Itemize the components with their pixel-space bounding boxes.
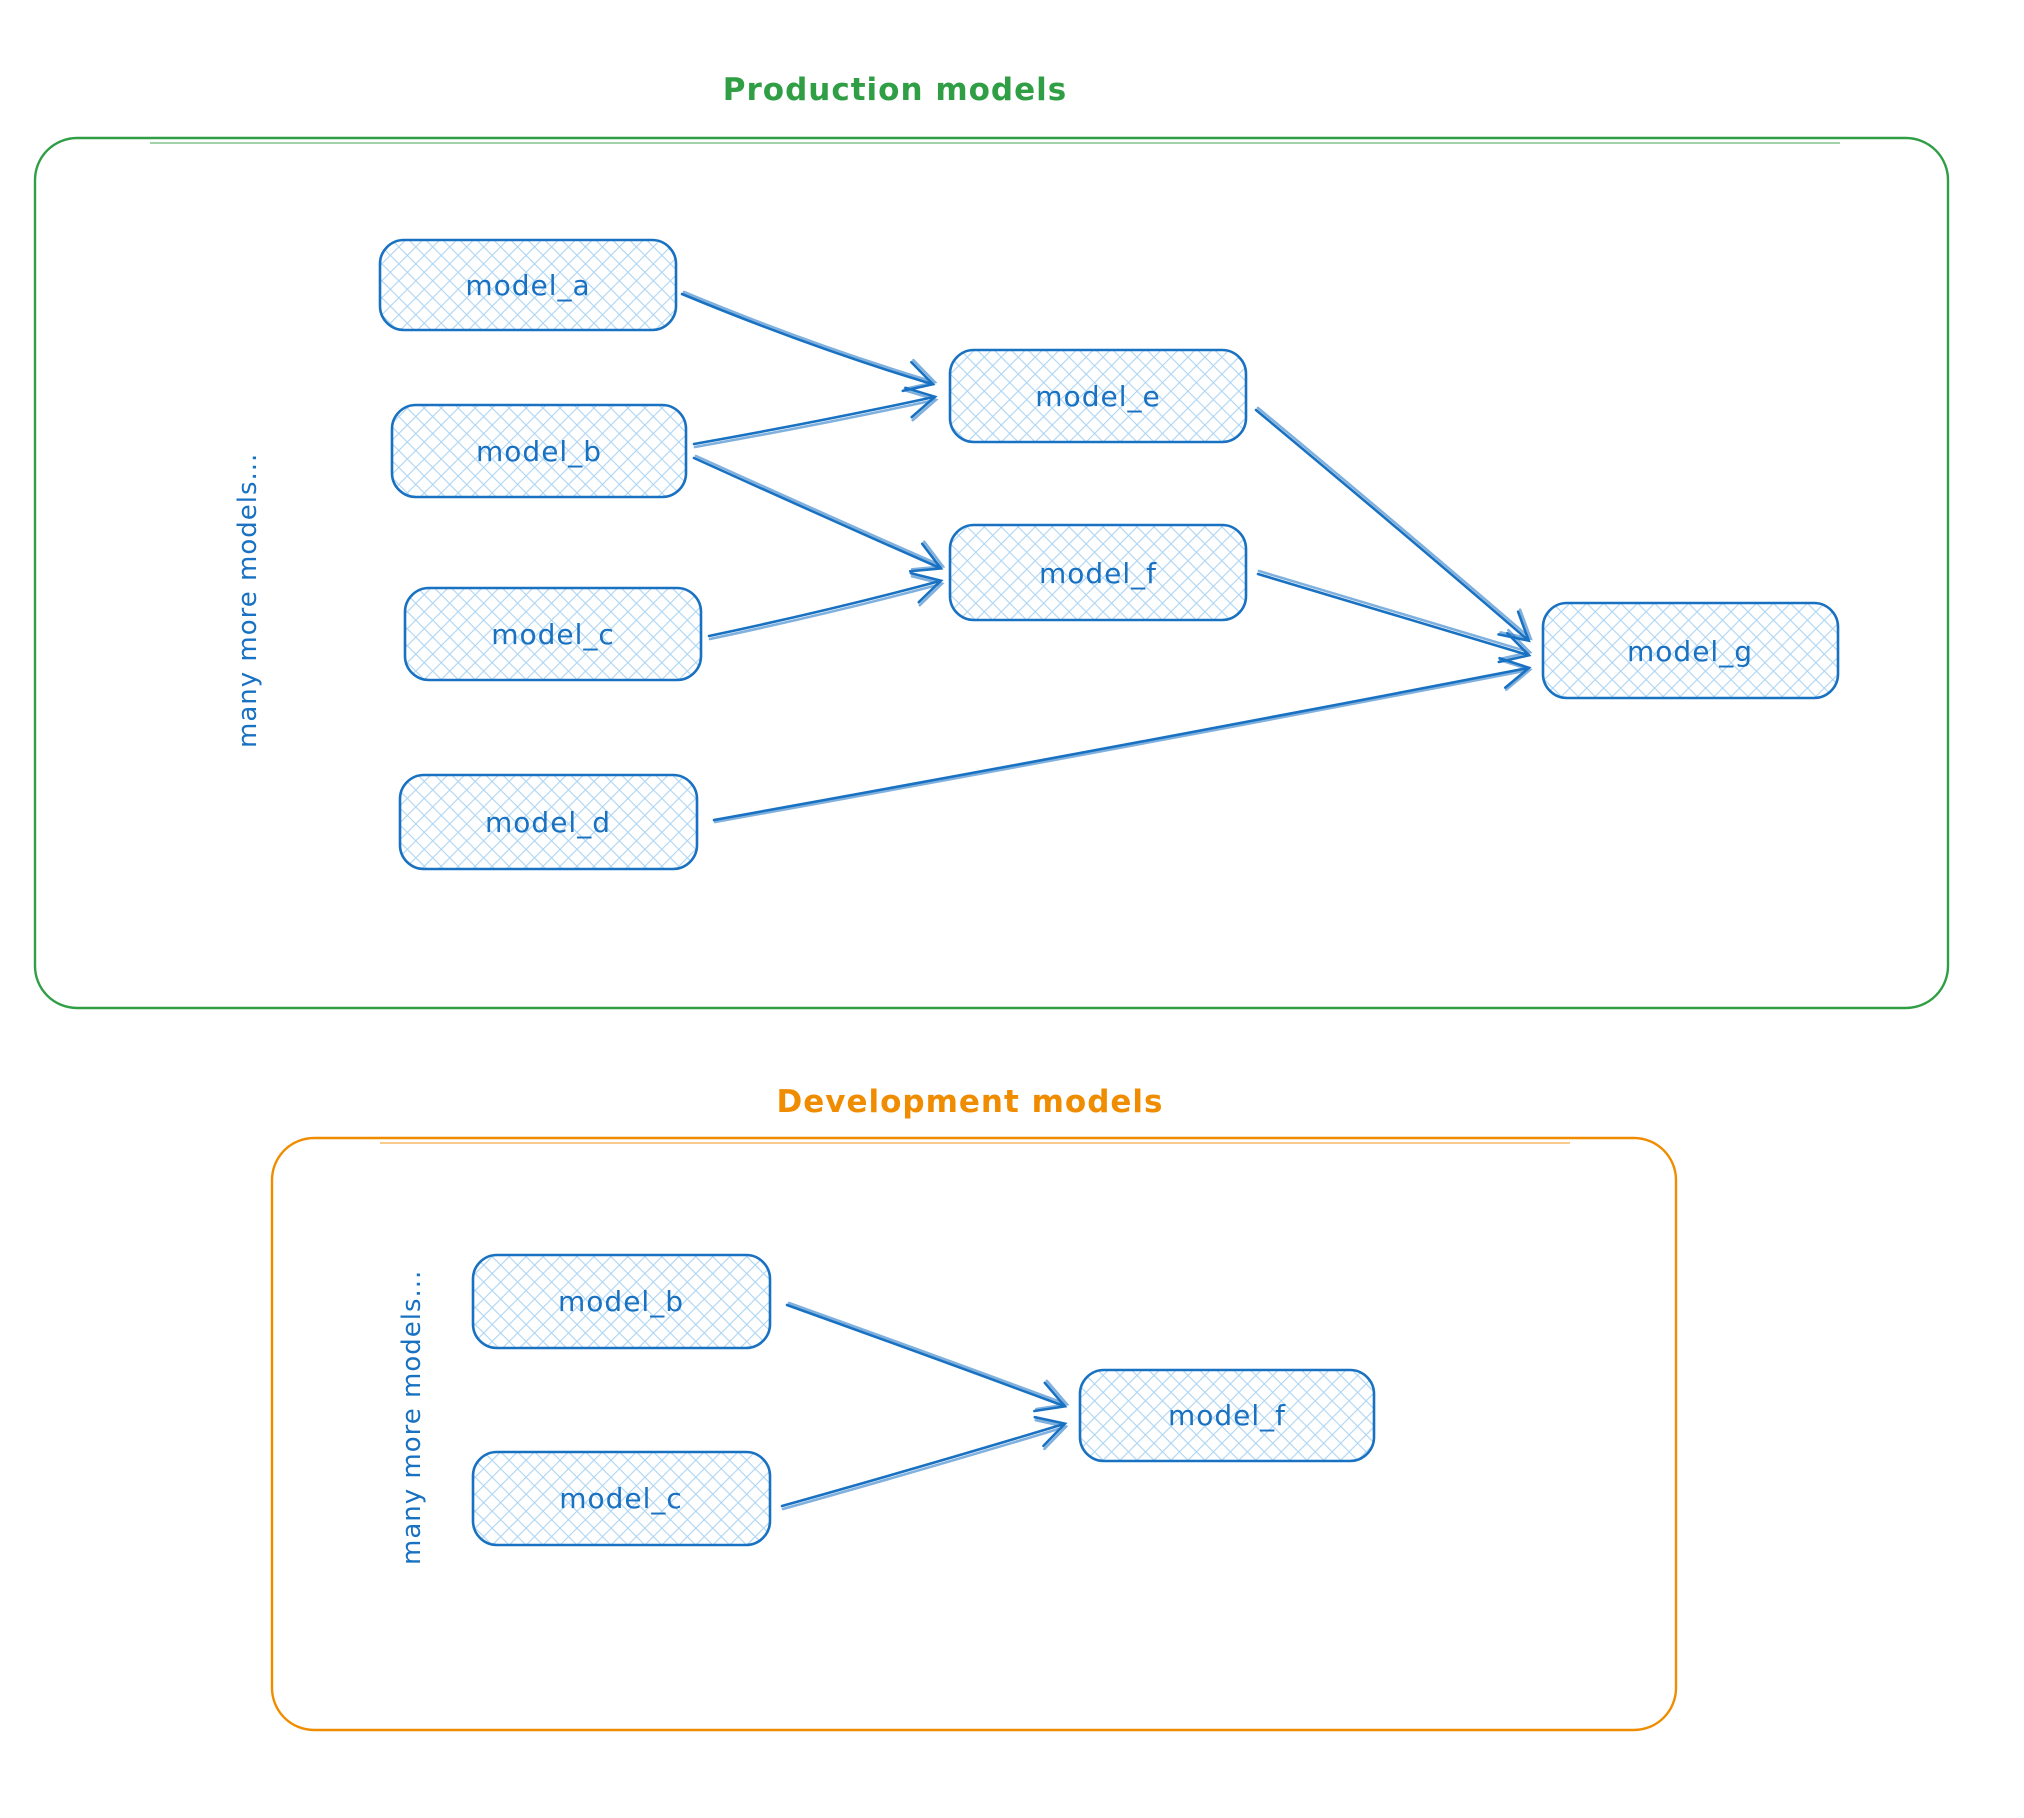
production-section: Production models many more models... mo xyxy=(33,72,1950,1010)
node-box-dev-model_f[interactable] xyxy=(1078,1368,1376,1463)
node-production-model_a[interactable]: model_a xyxy=(378,238,678,332)
arrow-dev-model_b-to-model_f[interactable] xyxy=(785,1303,1068,1413)
node-label-dev-model_f: model_f xyxy=(1168,1399,1286,1432)
arrow-dev-model_c-to-model_f[interactable] xyxy=(780,1415,1068,1508)
arrow-model_e-to-model_g[interactable] xyxy=(1254,408,1531,643)
arrow-model_a-to-model_e[interactable] xyxy=(680,292,936,393)
node-label-model_a: model_a xyxy=(465,269,590,302)
node-box-model_a[interactable] xyxy=(378,238,678,332)
node-label-model_d: model_d xyxy=(485,806,611,839)
node-label-dev-model_b: model_b xyxy=(558,1285,684,1318)
arrow-model_b-to-model_e[interactable] xyxy=(692,386,938,446)
node-label-model_b: model_b xyxy=(476,435,602,468)
development-side-label: many more models... xyxy=(397,1270,427,1565)
node-production-model_e[interactable]: model_e xyxy=(948,348,1248,444)
node-production-model_b[interactable]: model_b xyxy=(390,403,688,499)
node-box-model_e[interactable] xyxy=(948,348,1248,444)
node-production-model_d[interactable]: model_d xyxy=(398,773,699,871)
development-container-box[interactable] xyxy=(270,1136,1678,1732)
arrow-model_b-to-model_f[interactable] xyxy=(692,456,944,573)
node-box-dev-model_c[interactable] xyxy=(471,1450,772,1547)
node-box-dev-model_b[interactable] xyxy=(471,1253,772,1350)
node-label-model_f: model_f xyxy=(1039,557,1157,590)
arrow-model_d-to-model_g[interactable] xyxy=(712,656,1532,822)
node-label-model_g: model_g xyxy=(1627,635,1753,668)
production-container-box[interactable] xyxy=(33,136,1950,1010)
node-box-model_f[interactable] xyxy=(948,523,1248,622)
node-label-model_e: model_e xyxy=(1035,380,1160,413)
development-title: Development models xyxy=(776,1084,1163,1120)
production-arrows xyxy=(680,292,1532,822)
node-box-model_b[interactable] xyxy=(390,403,688,499)
production-side-label: many more models... xyxy=(233,453,263,748)
arrow-model_f-to-model_g[interactable] xyxy=(1256,572,1532,664)
node-box-model_d[interactable] xyxy=(398,773,699,871)
node-label-model_c: model_c xyxy=(491,618,615,651)
node-production-model_g[interactable]: model_g xyxy=(1541,601,1840,700)
development-arrows xyxy=(780,1303,1068,1509)
node-box-model_g[interactable] xyxy=(1541,601,1840,700)
node-production-model_f[interactable]: model_f xyxy=(948,523,1248,622)
node-label-dev-model_c: model_c xyxy=(559,1482,683,1515)
arrow-model_c-to-model_f[interactable] xyxy=(707,571,944,638)
node-production-model_c[interactable]: model_c xyxy=(403,586,703,682)
node-development-model_b[interactable]: model_b xyxy=(471,1253,772,1350)
production-title: Production models xyxy=(723,72,1067,108)
node-development-model_f[interactable]: model_f xyxy=(1078,1368,1376,1463)
node-development-model_c[interactable]: model_c xyxy=(471,1450,772,1547)
node-box-model_c[interactable] xyxy=(403,586,703,682)
development-section: Development models many more models... m… xyxy=(270,1084,1678,1732)
